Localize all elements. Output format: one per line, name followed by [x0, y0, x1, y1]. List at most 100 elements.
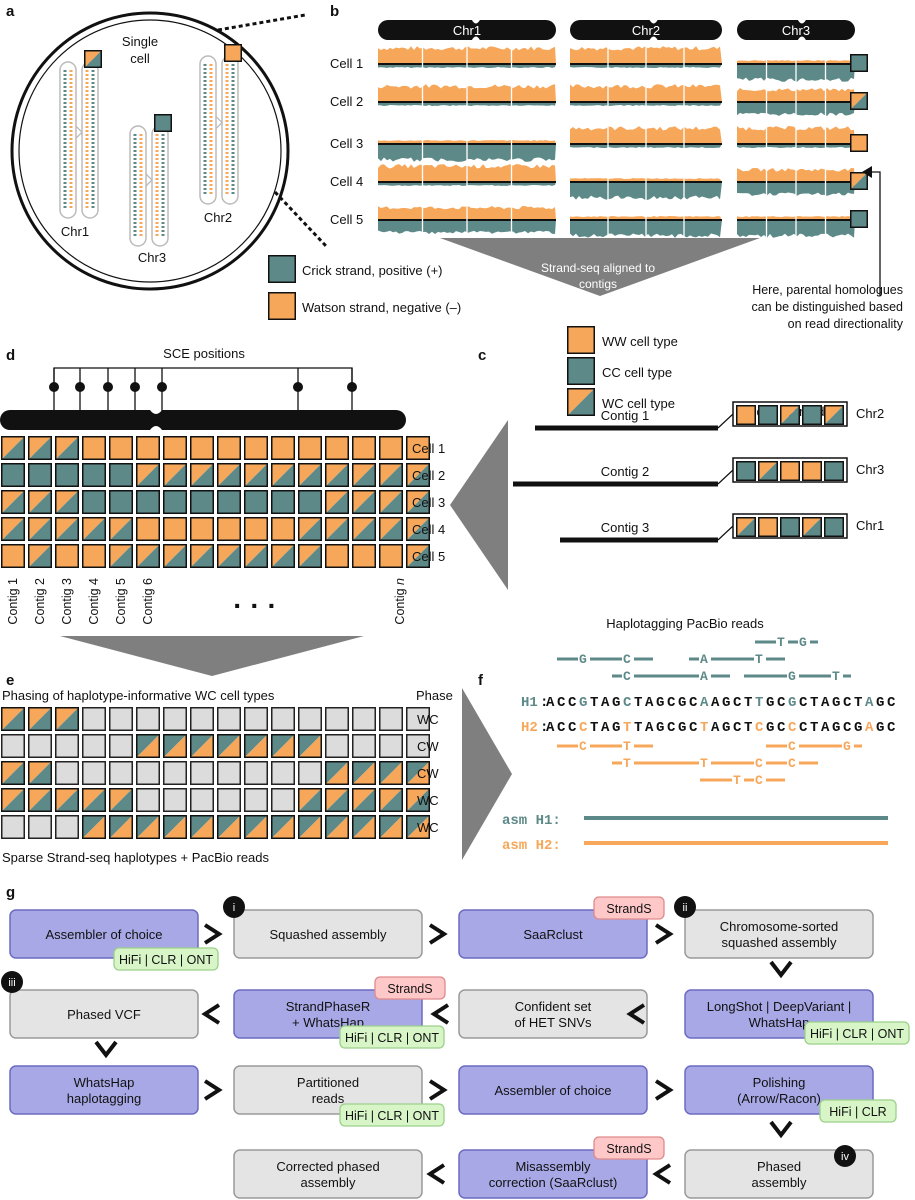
crick-square	[109, 463, 133, 487]
grid-cell	[82, 436, 106, 460]
square-border	[780, 517, 800, 537]
letter-bg	[699, 668, 711, 682]
ideogram-label-Chr1: Chr1	[453, 23, 481, 38]
chromosome-chr3	[129, 114, 172, 247]
grid-row-2	[1, 463, 430, 487]
letter-bg	[754, 772, 766, 786]
box-text: Corrected phased	[276, 1159, 379, 1174]
phase-cell	[352, 815, 376, 839]
phase-cell	[109, 815, 133, 839]
grid-cell	[406, 544, 430, 568]
grid-cell	[379, 436, 403, 460]
seq-h1-label: H1	[521, 695, 538, 711]
box-text: Assembler of choice	[494, 1083, 611, 1098]
crick-square	[824, 517, 844, 537]
connector	[717, 469, 734, 485]
phase-cell	[298, 788, 322, 812]
square-border	[352, 788, 376, 812]
box-text: Polishing	[753, 1075, 806, 1090]
square-border	[850, 172, 868, 190]
chevron-2	[428, 923, 448, 945]
base: C	[788, 720, 797, 736]
square-border	[736, 517, 756, 537]
watson-square	[325, 544, 349, 568]
wc-crick-half	[1, 517, 25, 541]
tag-bg	[339, 1025, 445, 1049]
note-line-2: can be distinguished based	[751, 300, 903, 314]
phase-cell	[325, 761, 349, 785]
grid-cell	[1, 436, 25, 460]
track-Cell 2-Chr1	[378, 84, 556, 120]
box-text: Phased	[757, 1159, 801, 1174]
grid-cell	[271, 490, 295, 514]
cell-label-2: Cell 2	[330, 94, 363, 109]
base: T	[634, 695, 642, 711]
square-border	[352, 815, 376, 839]
base: T	[755, 695, 763, 711]
square-border	[1, 517, 25, 541]
zoom-line-bottom	[273, 190, 328, 248]
phase-cell	[244, 815, 268, 839]
base: T	[744, 695, 752, 711]
wc-watson-half	[298, 734, 322, 758]
square-border	[824, 517, 844, 537]
read-base: T	[733, 773, 741, 788]
base: C	[623, 695, 632, 711]
watson-square	[298, 436, 322, 460]
chromosome-chr2	[199, 44, 242, 205]
tag-assembler1: HiFi | CLR | ONT	[113, 947, 219, 971]
grid-cell	[82, 490, 106, 514]
watson-square	[190, 517, 214, 541]
phase-row-2	[1, 734, 430, 758]
wc-watson-half	[244, 734, 268, 758]
watson-square	[758, 517, 778, 537]
square-border	[824, 461, 844, 481]
grid-cell	[190, 544, 214, 568]
letter-bg	[776, 634, 788, 648]
square-border	[224, 44, 242, 62]
cc-label: CC cell type	[602, 365, 672, 380]
phase-cell	[325, 815, 349, 839]
square-border	[271, 815, 295, 839]
square-border	[28, 761, 52, 785]
square-border	[736, 461, 756, 481]
square-border	[55, 517, 79, 541]
grid-cell	[109, 517, 133, 541]
base: C	[887, 720, 896, 736]
wc-label: WC cell type	[602, 396, 675, 411]
panel-letter-f: f	[478, 672, 484, 689]
square-border	[190, 734, 214, 758]
wc-watson-half	[163, 734, 187, 758]
barcode-cell	[758, 461, 778, 481]
square-border	[82, 490, 106, 514]
grid-cell	[136, 463, 160, 487]
square-border	[271, 734, 295, 758]
wc-crick-half	[190, 463, 214, 487]
square-border	[82, 544, 106, 568]
aligned-label-1: Strand-seq aligned to	[541, 261, 655, 275]
square-border	[244, 815, 268, 839]
crick-square	[780, 517, 800, 537]
base: T	[810, 720, 818, 736]
phase-label-4: WC	[417, 793, 439, 808]
square-border	[325, 463, 349, 487]
base: G	[832, 720, 840, 736]
grid-cell	[190, 436, 214, 460]
square-border	[190, 517, 214, 541]
crick-square	[190, 490, 214, 514]
square-border	[271, 490, 295, 514]
base: G	[766, 695, 774, 711]
base: C	[667, 695, 676, 711]
uninformative-square	[28, 815, 52, 839]
wc-crick-half	[217, 463, 241, 487]
base: A	[821, 695, 830, 711]
centromere	[145, 173, 153, 187]
crick-square	[298, 490, 322, 514]
sce-dot	[130, 382, 140, 392]
square-border	[244, 463, 268, 487]
base: G	[788, 695, 796, 711]
